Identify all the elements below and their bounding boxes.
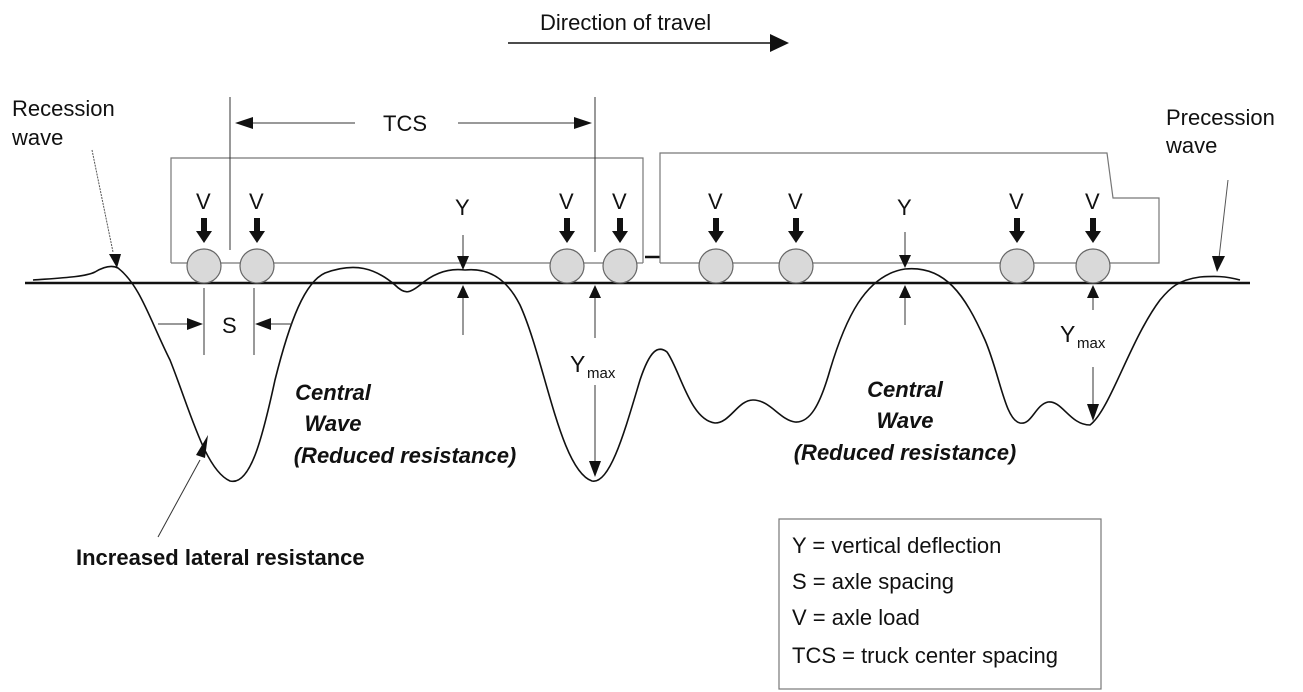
svg-text:V: V: [1085, 189, 1100, 214]
axle-load-7: V: [1009, 189, 1025, 243]
svg-text:Y: Y: [1060, 321, 1075, 347]
svg-text:max: max: [587, 365, 616, 382]
svg-text:Recession: Recession: [12, 96, 115, 121]
legend-item-tcs: TCS = truck center spacing: [792, 643, 1058, 668]
svg-text:Wave: Wave: [876, 408, 933, 433]
axle-load-4: V: [612, 189, 628, 243]
legend-item-s: S = axle spacing: [792, 569, 954, 594]
wheel-3: [549, 248, 585, 284]
deflection-marker-1: Y: [455, 195, 470, 335]
tcs-arrow-left-head: [235, 117, 253, 129]
svg-text:V: V: [196, 189, 211, 214]
wheel-1: [186, 248, 222, 284]
svg-text:V: V: [708, 189, 723, 214]
deflection-marker-2: Y: [897, 195, 912, 325]
ymax-marker-1: Y max: [570, 285, 616, 477]
wheel-4: [602, 248, 638, 284]
central-wave-label-1: Central Wave (Reduced resistance): [294, 380, 517, 468]
axle-load-5: V: [708, 189, 724, 243]
axle-spacing-dimension: S: [158, 288, 292, 355]
ymax-marker-2: Y max: [1060, 285, 1106, 421]
legend-item-v: V = axle load: [792, 605, 920, 630]
axle-load-1: V: [196, 189, 212, 243]
direction-arrow-head: [770, 34, 789, 52]
svg-text:V: V: [249, 189, 264, 214]
svg-text:Central: Central: [295, 380, 372, 405]
axle-load-6: V: [788, 189, 804, 243]
svg-text:(Reduced resistance): (Reduced resistance): [794, 440, 1017, 465]
svg-text:Central: Central: [867, 377, 944, 402]
direction-label: Direction of travel: [540, 10, 711, 35]
svg-text:S: S: [222, 313, 237, 338]
rear-car-body: [170, 157, 644, 263]
axle-load-8: V: [1085, 189, 1101, 243]
svg-text:wave: wave: [1165, 133, 1217, 158]
axle-load-3: V: [559, 189, 575, 243]
svg-text:Y: Y: [455, 195, 470, 220]
svg-text:V: V: [559, 189, 574, 214]
precession-wave-callout: Precession wave: [1165, 105, 1275, 272]
svg-text:Y: Y: [570, 351, 585, 377]
svg-text:Wave: Wave: [304, 411, 361, 436]
central-wave-label-2: Central Wave (Reduced resistance): [794, 377, 1017, 465]
svg-text:Y: Y: [897, 195, 912, 220]
wheel-5: [698, 248, 734, 284]
svg-text:V: V: [788, 189, 803, 214]
legend-item-y: Y = vertical deflection: [792, 533, 1001, 558]
tcs-arrow-right-head: [574, 117, 592, 129]
wheel-8: [1075, 248, 1111, 284]
svg-text:V: V: [1009, 189, 1024, 214]
locomotive-body: [659, 152, 1160, 264]
tcs-label: TCS: [383, 111, 427, 136]
svg-text:(Reduced resistance): (Reduced resistance): [294, 443, 517, 468]
wheel-6: [778, 248, 814, 284]
deflection-wave: [32, 265, 1241, 483]
increased-resistance-callout: Increased lateral resistance: [76, 435, 365, 570]
recession-wave-callout: Recession wave: [11, 96, 121, 268]
axle-load-2: V: [249, 189, 265, 243]
svg-text:V: V: [612, 189, 627, 214]
svg-text:Increased lateral resistance: Increased lateral resistance: [76, 545, 365, 570]
wheel-2: [239, 248, 275, 284]
svg-text:wave: wave: [11, 125, 63, 150]
legend-box: Y = vertical deflection S = axle spacing…: [778, 518, 1102, 690]
svg-text:max: max: [1077, 335, 1106, 352]
wheel-7: [999, 248, 1035, 284]
svg-text:Precession: Precession: [1166, 105, 1275, 130]
